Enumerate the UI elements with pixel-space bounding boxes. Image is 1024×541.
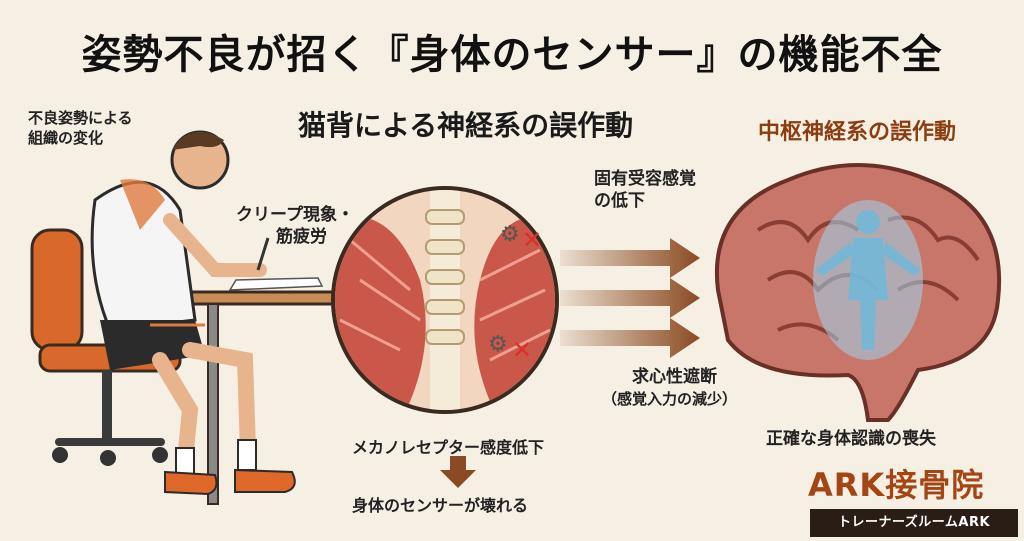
afferent-label-line1: 求心性遮断 [632,367,717,387]
mechanoreceptor-label: メカノレセプター感度低下 [352,438,545,457]
section-title-left: 猫背による神経系の誤作動 [298,109,634,142]
gear-icon: ⚙ [488,332,508,357]
posture-label-line1: 不良姿勢による [28,109,133,127]
proprioception-label-line2: の低下 [594,191,645,211]
afferent-label-line2: （感覚入力の減少） [602,390,738,408]
down-arrow-icon [440,456,476,488]
sensor-broken-label: 身体のセンサーが壊れる [352,496,529,515]
gear-icon: ⚙ [500,222,520,247]
signal-arrows [560,238,700,358]
clinic-logo-name: ARK接骨院 [808,466,985,504]
clinic-logo-tagline: トレーナーズルームARK [810,509,1018,537]
proprioception-label-line1: 固有受容感覚 [594,169,696,189]
error-x-icon: ✕ [522,226,543,254]
creep-label-line1: クリープ現象・ [236,205,354,225]
error-x-icon: ✕ [512,336,533,364]
posture-label-line2: 組織の変化 [28,129,104,147]
page-title: 姿勢不良が招く『身体のセンサー』の機能不全 [81,32,943,78]
neck-muscle-closeup-illustration [331,186,559,414]
creep-label-line2: 筋疲労 [276,227,327,247]
person-at-desk-illustration [30,130,340,505]
brain-illustration [714,163,1002,422]
section-title-right: 中枢神経系の誤作動 [758,120,957,145]
body-awareness-label: 正確な身体認識の喪失 [766,429,936,449]
